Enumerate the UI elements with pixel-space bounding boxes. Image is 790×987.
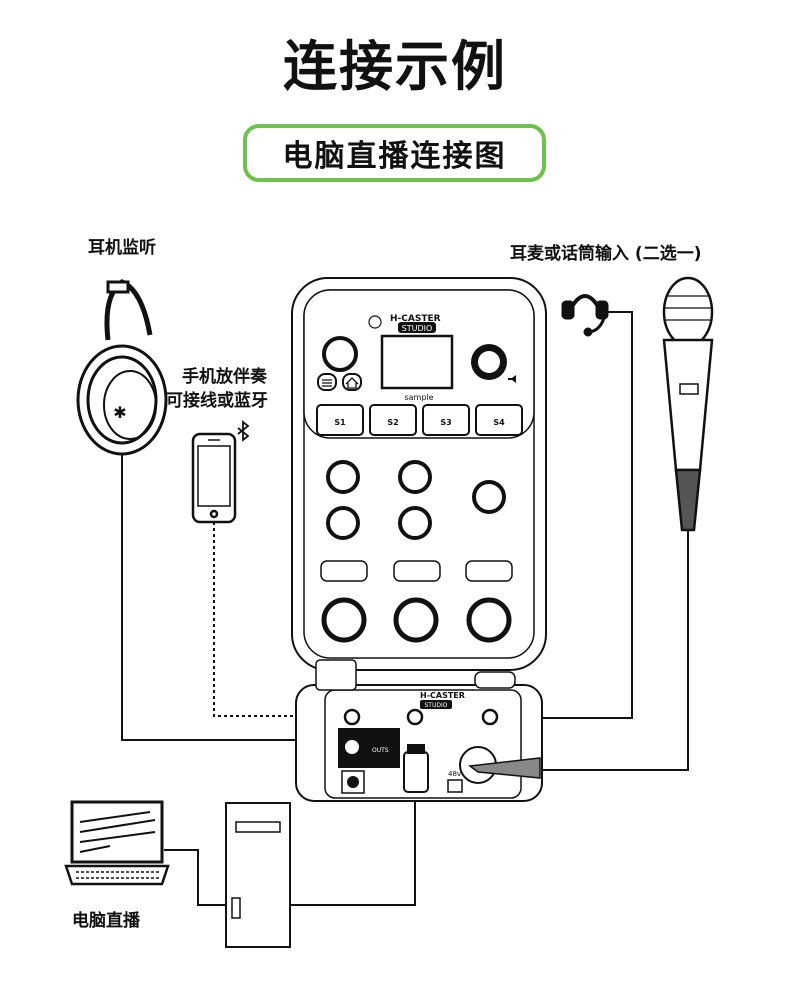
mixer-rear-unit: H-CASTER STUDIO OUTS 48v <box>295 659 543 802</box>
cable-usb <box>290 792 416 906</box>
mixer-front-unit: H-CASTER STUDIO sample S1 S2 S3 S4 <box>291 277 547 671</box>
cable-headset <box>512 311 633 719</box>
sample-pad[interactable] <box>475 404 523 436</box>
label-phone-line1: 手机放伴奏 <box>182 367 267 387</box>
brand-line1: H-CASTER <box>390 314 441 324</box>
cable-headphones <box>121 450 335 741</box>
rear-outs-label: OUTS <box>372 747 389 754</box>
channel-knobs <box>326 460 506 540</box>
brand-line2: STUDIO <box>402 324 433 333</box>
cables <box>121 311 689 906</box>
headphones-icon: ✱ <box>76 279 168 456</box>
sample-pad[interactable] <box>422 404 470 436</box>
microphone-icon <box>662 276 714 532</box>
knob-menu[interactable] <box>322 336 358 372</box>
page-title: 连接示例 <box>283 35 507 98</box>
sample-label: sample <box>404 393 433 402</box>
svg-text:H-CASTER: H-CASTER <box>420 691 465 700</box>
sample-pad-label: S3 <box>440 418 451 427</box>
cable-microphone <box>540 530 689 771</box>
menu-icon[interactable] <box>317 373 337 391</box>
sample-pad[interactable] <box>316 404 364 436</box>
diagram-subtitle: 电脑直播连接图 <box>243 124 546 182</box>
label-computer: 电脑直播 <box>72 911 140 931</box>
laptop-icon <box>64 800 170 886</box>
cable-phone <box>213 522 345 717</box>
sample-pad-label: S4 <box>493 418 505 427</box>
sample-pad[interactable] <box>369 404 417 436</box>
label-headphones: 耳机监听 <box>88 238 156 258</box>
phone-icon <box>191 432 237 524</box>
sample-pad-label: S2 <box>387 418 398 427</box>
sample-pad-label: S1 <box>334 418 346 427</box>
cable-laptop <box>164 849 228 906</box>
label-phone-line2: 可接线或蓝牙 <box>166 391 268 411</box>
svg-text:STUDIO: STUDIO <box>425 702 448 709</box>
sample-pads: S1 S2 S3 S4 <box>316 404 523 436</box>
headset-icon <box>561 294 609 337</box>
rear-jacks <box>343 708 499 726</box>
label-mic: 耳麦或话筒输入 (二选一) <box>510 244 702 264</box>
phantom-label: 48v <box>448 770 461 778</box>
bluetooth-icon <box>237 420 250 442</box>
source-buttons <box>320 560 513 582</box>
volume-knobs <box>321 597 512 643</box>
svg-text:✱: ✱ <box>113 403 126 422</box>
tower-pc-icon <box>225 802 291 948</box>
home-icon[interactable] <box>342 373 362 391</box>
